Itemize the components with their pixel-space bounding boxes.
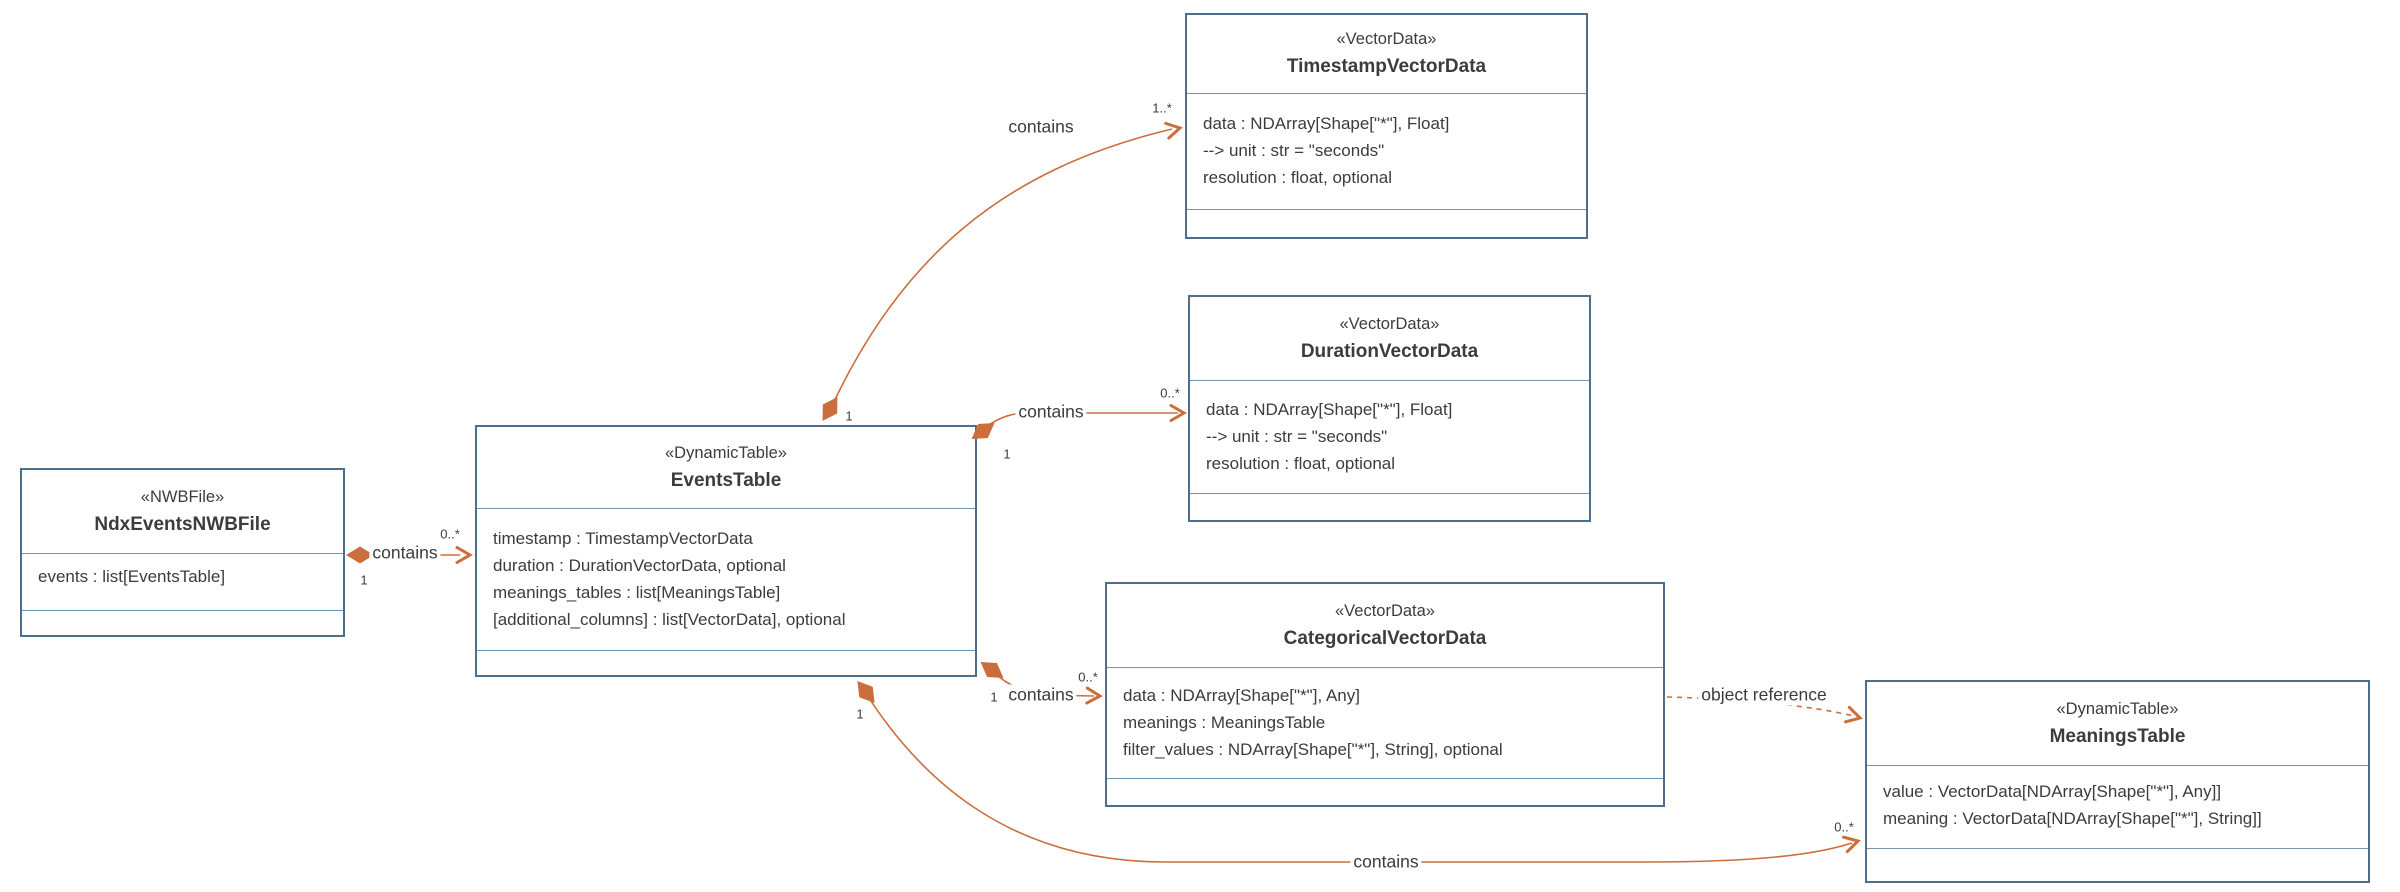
class-stereotype: «VectorData» bbox=[1336, 30, 1437, 48]
class-footer-compartment bbox=[477, 650, 975, 675]
class-events-table: «DynamicTable» EventsTable timestamp : T… bbox=[475, 425, 977, 677]
multiplicity-target: 0..* bbox=[1834, 819, 1854, 835]
multiplicity-source: 1 bbox=[360, 572, 368, 588]
attribute: [additional_columns] : list[VectorData],… bbox=[493, 610, 846, 629]
attribute: --> unit : str = "seconds" bbox=[1203, 141, 1385, 160]
class-footer-compartment bbox=[1107, 778, 1663, 805]
attribute: data : NDArray[Shape["*"], Float] bbox=[1203, 114, 1450, 133]
attribute: filter_values : NDArray[Shape["*"], Stri… bbox=[1123, 740, 1503, 759]
multiplicity-source: 1 bbox=[856, 706, 864, 722]
edge-label-contains: contains bbox=[1015, 401, 1087, 423]
attribute: --> unit : str = "seconds" bbox=[1206, 427, 1388, 446]
edge-label-contains: contains bbox=[1005, 684, 1077, 706]
edge-label-contains: contains bbox=[1005, 116, 1077, 138]
class-timestamp-vector-data: «VectorData» TimestampVectorData data : … bbox=[1185, 13, 1588, 239]
attribute: events : list[EventsTable] bbox=[38, 567, 226, 586]
attribute: timestamp : TimestampVectorData bbox=[493, 529, 753, 548]
class-name: DurationVectorData bbox=[1300, 340, 1479, 362]
class-attributes: data : NDArray[Shape["*"], Float] --> un… bbox=[1190, 380, 1589, 493]
attribute: data : NDArray[Shape["*"], Float] bbox=[1206, 400, 1453, 419]
edge-contains-eventstable-timestampvectordata bbox=[829, 128, 1173, 411]
attribute: meaning : VectorData[NDArray[Shape["*"],… bbox=[1883, 809, 2262, 828]
arrowhead-icon bbox=[1169, 404, 1188, 422]
multiplicity-target: 0..* bbox=[1160, 385, 1180, 401]
multiplicity-target: 1..* bbox=[1152, 100, 1172, 116]
edge-label-object-reference: object reference bbox=[1698, 684, 1830, 706]
class-footer-compartment bbox=[22, 610, 343, 635]
attribute: duration : DurationVectorData, optional bbox=[493, 556, 786, 575]
class-stereotype: «VectorData» bbox=[1335, 601, 1435, 620]
class-meanings-table: «DynamicTable» MeaningsTable value : Vec… bbox=[1865, 680, 2370, 883]
attribute: meanings_tables : list[MeaningsTable] bbox=[493, 583, 781, 602]
multiplicity-source: 1 bbox=[1003, 446, 1011, 462]
class-attributes: events : list[EventsTable] bbox=[22, 553, 343, 610]
arrowhead-icon bbox=[1844, 705, 1863, 724]
class-duration-vector-data: «VectorData» DurationVectorData data : N… bbox=[1188, 295, 1591, 522]
attribute: meanings : MeaningsTable bbox=[1123, 713, 1326, 732]
class-attributes: data : NDArray[Shape["*"], Float] --> un… bbox=[1187, 93, 1586, 209]
class-name: NdxEventsNWBFile bbox=[94, 513, 271, 535]
class-stereotype: «VectorData» bbox=[1339, 314, 1440, 333]
multiplicity-target: 0..* bbox=[440, 526, 460, 542]
arrowhead-icon bbox=[1085, 686, 1103, 705]
composition-diamond-icon bbox=[857, 680, 875, 704]
class-categorical-vector-data: «VectorData» CategoricalVectorData data … bbox=[1105, 582, 1665, 807]
multiplicity-source: 1 bbox=[845, 408, 853, 424]
class-header: «VectorData» DurationVectorData bbox=[1190, 297, 1589, 380]
class-header: «DynamicTable» MeaningsTable bbox=[1867, 682, 2368, 765]
class-attributes: value : VectorData[NDArray[Shape["*"], A… bbox=[1867, 765, 2368, 848]
attribute: resolution : float, optional bbox=[1203, 168, 1393, 187]
class-header: «VectorData» TimestampVectorData bbox=[1187, 15, 1586, 93]
arrowhead-icon bbox=[455, 546, 474, 564]
class-stereotype: «DynamicTable» bbox=[665, 443, 787, 462]
arrowhead-icon bbox=[1842, 835, 1861, 854]
class-footer-compartment bbox=[1867, 848, 2368, 881]
arrowhead-icon bbox=[1164, 121, 1183, 140]
class-attributes: data : NDArray[Shape["*"], Any] meanings… bbox=[1107, 667, 1663, 778]
class-name: TimestampVectorData bbox=[1286, 56, 1487, 77]
multiplicity-source: 1 bbox=[990, 689, 998, 705]
class-ndx-events-nwb-file: «NWBFile» NdxEventsNWBFile events : list… bbox=[20, 468, 345, 637]
multiplicity-target: 0..* bbox=[1078, 669, 1098, 685]
attribute: value : VectorData[NDArray[Shape["*"], A… bbox=[1883, 782, 2222, 801]
edge-label-contains: contains bbox=[369, 542, 441, 564]
composition-diamond-icon bbox=[822, 397, 838, 421]
class-name: MeaningsTable bbox=[2049, 725, 2186, 747]
class-header: «NWBFile» NdxEventsNWBFile bbox=[22, 470, 343, 553]
edge-label-contains: contains bbox=[1350, 851, 1422, 873]
class-header: «DynamicTable» EventsTable bbox=[477, 427, 975, 508]
attribute: data : NDArray[Shape["*"], Any] bbox=[1123, 686, 1360, 705]
composition-diamond-icon bbox=[980, 661, 1004, 679]
class-attributes: timestamp : TimestampVectorData duration… bbox=[477, 508, 975, 650]
class-name: CategoricalVectorData bbox=[1283, 627, 1487, 649]
attribute: resolution : float, optional bbox=[1206, 454, 1396, 473]
class-name: EventsTable bbox=[670, 469, 782, 491]
class-header: «VectorData» CategoricalVectorData bbox=[1107, 584, 1663, 667]
class-footer-compartment bbox=[1187, 209, 1586, 237]
class-stereotype: «NWBFile» bbox=[140, 487, 225, 506]
class-stereotype: «DynamicTable» bbox=[2056, 699, 2179, 718]
class-footer-compartment bbox=[1190, 493, 1589, 520]
